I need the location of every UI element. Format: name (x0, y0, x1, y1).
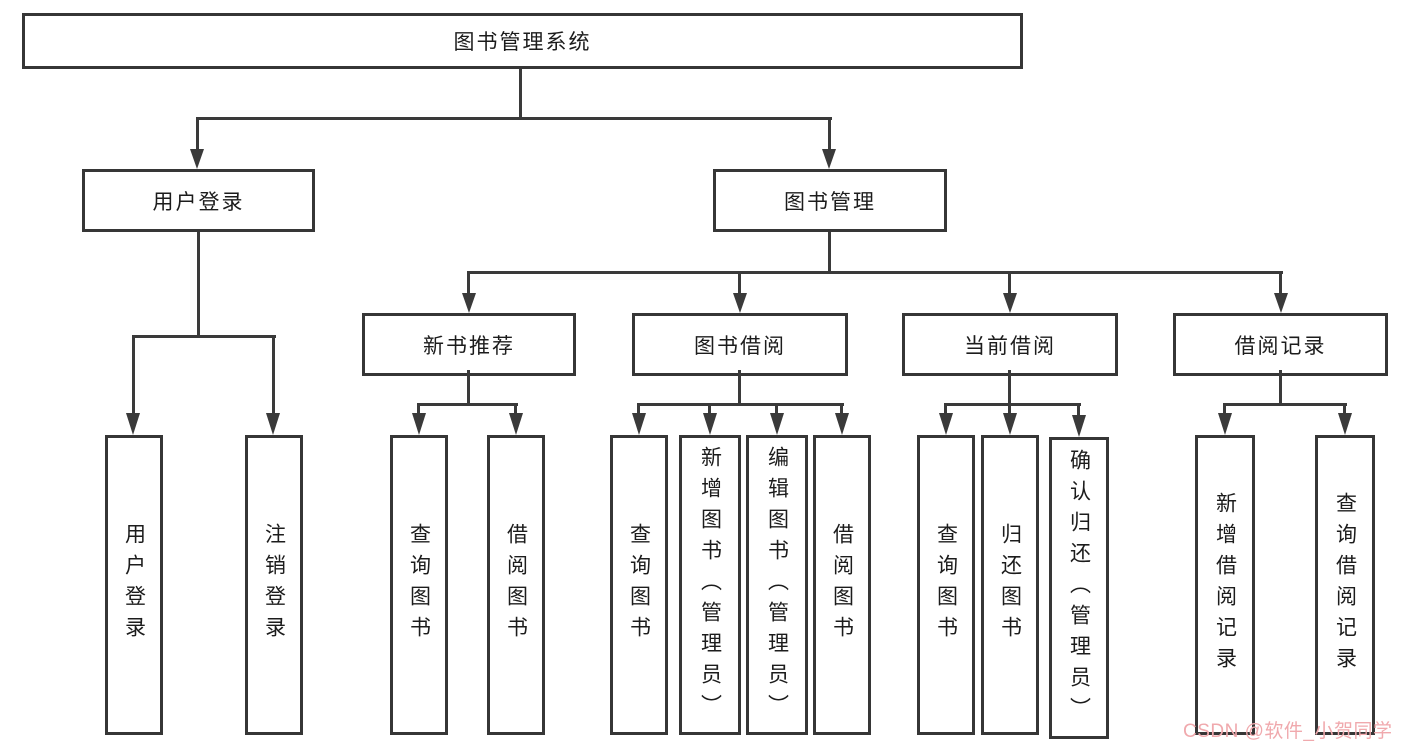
arrow-down-icon (462, 293, 476, 313)
node-new-book-recommend: 新书推荐 (362, 313, 576, 376)
arrow-down-icon (412, 413, 426, 435)
connector-line (637, 403, 844, 406)
connector-line (1077, 403, 1080, 415)
node-label: 新书推荐 (423, 334, 515, 358)
node-root-library-system: 图书管理系统 (22, 13, 1023, 69)
connector-line (1343, 403, 1346, 415)
node-label: 图书管理系统 (453, 31, 592, 54)
arrow-down-icon (1338, 413, 1352, 435)
connector-line (944, 403, 947, 415)
arrow-down-icon (632, 413, 646, 435)
leaf-label: 查询图书 (407, 523, 431, 647)
connector-line (467, 271, 1283, 274)
arrow-down-icon (1274, 293, 1288, 313)
leaf-label: 用户登录 (122, 523, 146, 647)
leaf-query-books-current: 查询图书 (917, 435, 975, 735)
arrow-down-icon (939, 413, 953, 435)
node-label: 图书管理 (784, 190, 876, 214)
node-label: 借阅记录 (1234, 334, 1327, 358)
leaf-user-login: 用户登录 (105, 435, 163, 735)
connector-line (738, 370, 741, 406)
connector-line (196, 117, 832, 120)
arrow-down-icon (733, 293, 747, 313)
node-current-borrow: 当前借阅 (902, 313, 1118, 376)
connector-line (637, 403, 640, 415)
connector-line (1008, 403, 1011, 415)
leaf-logout: 注销登录 (245, 435, 303, 735)
node-label: 图书借阅 (694, 334, 786, 358)
connector-line (1223, 403, 1226, 415)
node-book-management: 图书管理 (713, 169, 947, 232)
connector-line (708, 403, 711, 415)
leaf-borrow-books-recommend: 借阅图书 (487, 435, 545, 735)
connector-line (514, 403, 517, 415)
leaf-label: 新增借阅记录 (1213, 492, 1237, 678)
leaf-label: 确认归还（管理员） (1067, 448, 1091, 728)
arrow-down-icon (835, 413, 849, 435)
connector-line (840, 403, 843, 415)
connector-line (132, 335, 276, 338)
leaf-confirm-return-admin: 确认归还（管理员） (1049, 437, 1109, 739)
connector-line (1008, 370, 1011, 406)
leaf-label: 查询图书 (627, 523, 651, 647)
node-label: 当前借阅 (964, 334, 1056, 358)
connector-line (272, 335, 275, 417)
leaf-add-borrow-record: 新增借阅记录 (1195, 435, 1255, 735)
leaf-label: 注销登录 (262, 523, 286, 647)
arrow-down-icon (1072, 415, 1086, 437)
connector-line (775, 403, 778, 415)
connector-line (1008, 271, 1011, 295)
connector-line (196, 117, 199, 151)
connector-line (519, 69, 522, 118)
leaf-label: 归还图书 (998, 523, 1022, 647)
leaf-return-books: 归还图书 (981, 435, 1039, 735)
arrow-down-icon (822, 149, 836, 169)
leaf-label: 查询图书 (934, 523, 958, 647)
csdn-watermark: CSDN @软件_小贺同学 (1183, 721, 1393, 742)
leaf-label: 编辑图书（管理员） (765, 445, 789, 725)
connector-line (1279, 271, 1282, 295)
connector-line (944, 403, 1081, 406)
leaf-label: 借阅图书 (504, 523, 528, 647)
connector-line (738, 271, 741, 295)
leaf-query-books-borrow: 查询图书 (610, 435, 668, 735)
connector-line (828, 117, 831, 151)
arrow-down-icon (1003, 413, 1017, 435)
connector-line (417, 403, 518, 406)
arrow-down-icon (266, 413, 280, 435)
node-book-borrow: 图书借阅 (632, 313, 848, 376)
arrow-down-icon (703, 413, 717, 435)
connector-line (828, 232, 831, 274)
leaf-borrow-books: 借阅图书 (813, 435, 871, 735)
arrow-down-icon (126, 413, 140, 435)
node-borrow-records: 借阅记录 (1173, 313, 1388, 376)
connector-line (417, 403, 420, 415)
arrow-down-icon (770, 413, 784, 435)
connector-line (467, 370, 470, 406)
leaf-label: 查询借阅记录 (1333, 492, 1357, 678)
leaf-add-book-admin: 新增图书（管理员） (679, 435, 741, 735)
arrow-down-icon (190, 149, 204, 169)
connector-line (197, 232, 200, 338)
connector-line (1279, 370, 1282, 406)
arrow-down-icon (1218, 413, 1232, 435)
arrow-down-icon (509, 413, 523, 435)
connector-line (467, 271, 470, 295)
connector-line (132, 335, 135, 417)
leaf-query-books-recommend: 查询图书 (390, 435, 448, 735)
leaf-label: 借阅图书 (830, 523, 854, 647)
node-label: 用户登录 (152, 190, 245, 214)
leaf-label: 新增图书（管理员） (698, 445, 722, 725)
leaf-query-borrow-record: 查询借阅记录 (1315, 435, 1375, 735)
node-user-login: 用户登录 (82, 169, 315, 232)
connector-line (1223, 403, 1347, 406)
leaf-edit-book-admin: 编辑图书（管理员） (746, 435, 808, 735)
arrow-down-icon (1003, 293, 1017, 313)
